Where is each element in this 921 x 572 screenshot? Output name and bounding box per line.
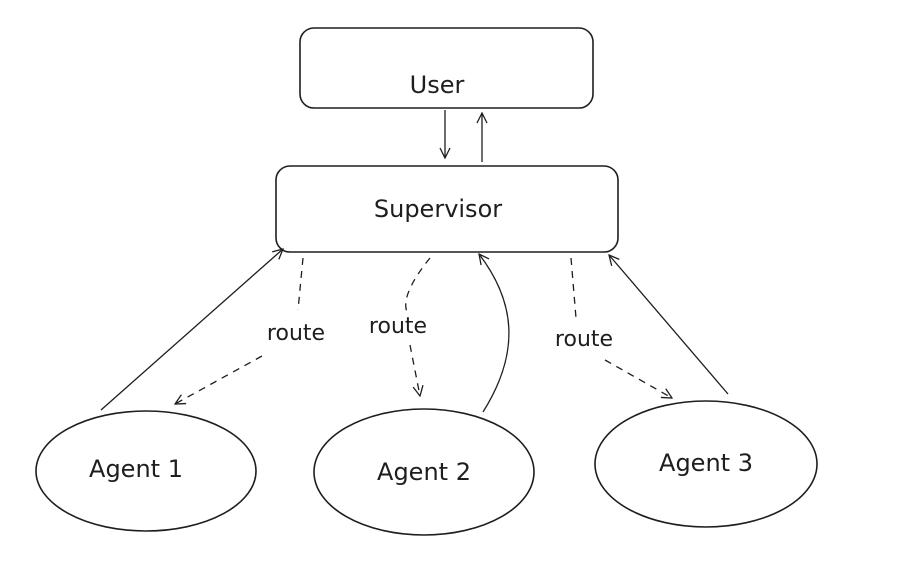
- agent-2-label: Agent 2: [377, 458, 471, 486]
- agent-1-label: Agent 1: [89, 455, 183, 483]
- route-label-2: route: [369, 314, 427, 339]
- route-to-agent-2-arrow: [405, 257, 430, 396]
- agent-2-to-supervisor-arrow: [479, 254, 510, 413]
- route-to-agent-3-arrow: [570, 257, 672, 398]
- agent-3-label: Agent 3: [659, 449, 753, 477]
- agent-3-to-supervisor-arrow: [609, 255, 729, 395]
- route-label-3: route: [555, 327, 613, 352]
- supervisor-label: Supervisor: [374, 195, 502, 223]
- agent-3-node: Agent 3: [594, 400, 818, 528]
- agent-1-node: Agent 1: [35, 410, 257, 532]
- user-label: User: [410, 71, 465, 99]
- route-label-1: route: [267, 321, 325, 346]
- user-node: User: [299, 27, 594, 109]
- route-to-agent-1-arrow: [175, 257, 304, 404]
- agent-2-node: Agent 2: [313, 408, 535, 536]
- agent-1-to-supervisor-arrow: [100, 249, 283, 411]
- supervisor-node: Supervisor: [275, 165, 619, 253]
